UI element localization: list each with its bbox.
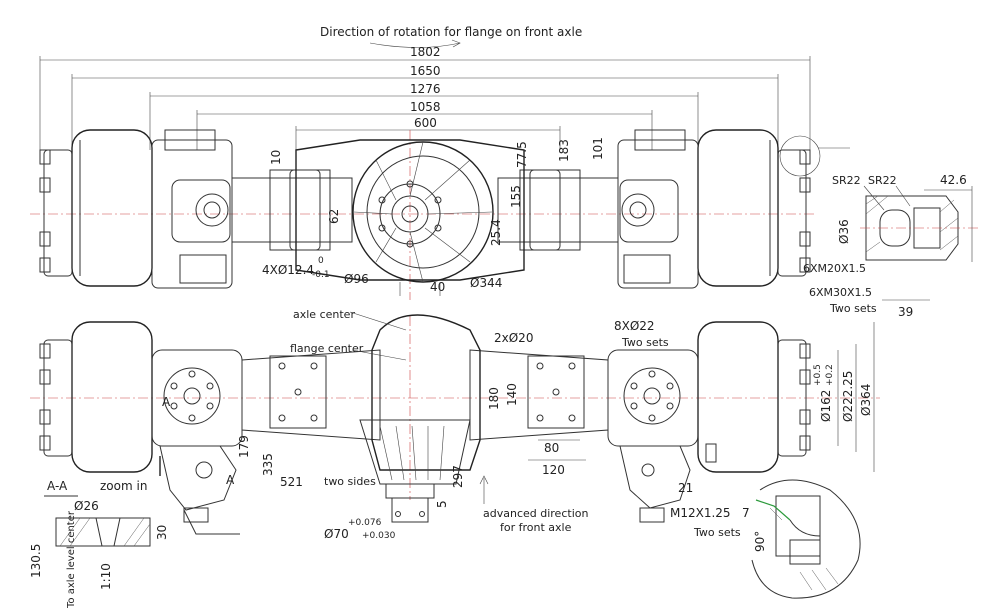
pinion-flange — [391, 497, 429, 523]
stud-m30: 6XM30X1.5 — [809, 286, 872, 299]
dim-36: Ø36 — [837, 219, 851, 244]
thread-two-sets: Two sets — [693, 526, 741, 539]
holes-two-sets: Two sets — [621, 336, 669, 349]
dim-162: Ø162 — [819, 390, 833, 422]
dim-155: 155 — [509, 185, 523, 208]
holes-2x20: 2xØ20 — [494, 331, 533, 345]
dim-70-tol-a: +0.076 — [348, 518, 382, 528]
dim-364: Ø364 — [859, 384, 873, 416]
front-right-drum — [697, 321, 779, 473]
dim-180: 180 — [487, 387, 501, 410]
two-sides-label: two sides — [324, 475, 376, 488]
dim-21: 21 — [678, 481, 693, 495]
dim-77-5: 77.5 — [515, 141, 529, 168]
holes-8x22: 8XØ22 — [614, 319, 655, 333]
left-brake-drum — [71, 129, 153, 287]
holes-tol-up: 0 — [318, 256, 324, 266]
diff-ribs — [353, 141, 493, 283]
section-title: A-A — [47, 479, 68, 493]
section-zoom: zoom in — [100, 479, 147, 493]
to-axle-label: To axle level center — [66, 510, 77, 609]
thread-m12: M12X1.25 — [670, 506, 731, 520]
dim-70: Ø70 — [324, 527, 349, 541]
dim-10: 10 — [269, 150, 283, 165]
rotation-title: Direction of rotation for flange on fron… — [320, 25, 582, 39]
hub-two-sets: Two sets — [829, 302, 877, 315]
rotation-arrow-head — [451, 39, 461, 48]
right-axle-tube — [497, 177, 619, 243]
dim-80: 80 — [544, 441, 559, 455]
dim-5: 5 — [435, 500, 449, 508]
dim-62: 62 — [327, 209, 341, 224]
corner-detail: 90° — [705, 443, 861, 599]
dim-39: 39 — [898, 305, 913, 319]
corner-detail-marker — [705, 443, 717, 463]
adv-dir-line2: for front axle — [500, 521, 572, 534]
dim-140: 140 — [505, 383, 519, 406]
left-wheel-studs — [39, 149, 51, 273]
dim-101: 101 — [591, 137, 605, 160]
hub-detail: SR22 SR22 42.6 Ø36 6XM20X1.5 6XM30X1.5 T… — [779, 135, 980, 319]
section-aa: A-A zoom in Ø26 30 130.5 To axle level c… — [29, 479, 169, 609]
dim-222: Ø222.25 — [841, 371, 855, 422]
diff-carrier — [371, 314, 481, 471]
dim-1802: 1802 — [410, 45, 441, 59]
stud-m20: 6XM20X1.5 — [803, 262, 866, 275]
dim-130-5: 130.5 — [29, 544, 43, 578]
top-view: 10 77.5 183 101 62 155 25.4 4XØ12.4 0 -0… — [30, 129, 815, 300]
holes-tol-dn: -0.1 — [312, 270, 330, 280]
front-left-drum — [71, 321, 153, 473]
dim-1276: 1276 — [410, 82, 441, 96]
overall-dimensions: 1802 1650 1276 1058 600 — [39, 45, 811, 150]
dim-1058: 1058 — [410, 100, 441, 114]
angle-90: 90° — [753, 531, 767, 552]
flange-center-label: flange center — [290, 342, 364, 355]
sr22-a: SR22 — [832, 174, 861, 187]
dim-335: 335 — [261, 453, 275, 476]
dim-25-4: 25.4 — [489, 219, 503, 246]
dim-1650: 1650 — [410, 64, 441, 78]
left-hub-flange — [163, 367, 221, 425]
dim-183: 183 — [557, 139, 571, 162]
dim-521: 521 — [280, 475, 303, 489]
diff-housing — [295, 139, 525, 281]
right-arm-pivot — [641, 463, 655, 477]
holes-spec: 4XØ12.4 — [262, 263, 314, 277]
right-wheel-studs — [799, 149, 811, 273]
section-marker-a-lower: A — [226, 473, 235, 487]
axle-center-label: axle center — [293, 308, 355, 321]
thread-m12-depth: 7 — [742, 506, 750, 520]
dim-162-tol-a: +0.5 — [813, 364, 823, 386]
dim-600: 600 — [414, 116, 437, 130]
right-hub-flange — [623, 367, 681, 425]
diff-ring — [352, 141, 494, 283]
dim-70-tol-b: +0.030 — [362, 531, 396, 541]
dim-40: 40 — [430, 280, 445, 294]
dim-162-tol-b: +0.2 — [825, 364, 835, 386]
dim-120: 120 — [542, 463, 565, 477]
dim-26: Ø26 — [74, 499, 99, 513]
diff-bolt-holes — [378, 180, 442, 248]
rotation-arrow — [369, 42, 461, 48]
dim-297: 297 — [451, 465, 465, 488]
sr22-b: SR22 — [868, 174, 897, 187]
dim-344: Ø344 — [470, 276, 502, 290]
section-marker-a-upper: A — [162, 395, 171, 409]
dim-30: 30 — [155, 525, 169, 540]
right-brake-drum — [697, 129, 779, 287]
adv-dir-line1: advanced direction — [483, 507, 588, 520]
dim-42-6: 42.6 — [940, 173, 967, 187]
taper-label: 1:10 — [99, 563, 113, 590]
dim-179: 179 — [237, 435, 251, 458]
dim-96: Ø96 — [344, 272, 369, 286]
left-axle-tube — [231, 177, 353, 243]
front-view: axle center flange center 2xØ20 8XØ22 Tw… — [30, 308, 880, 541]
